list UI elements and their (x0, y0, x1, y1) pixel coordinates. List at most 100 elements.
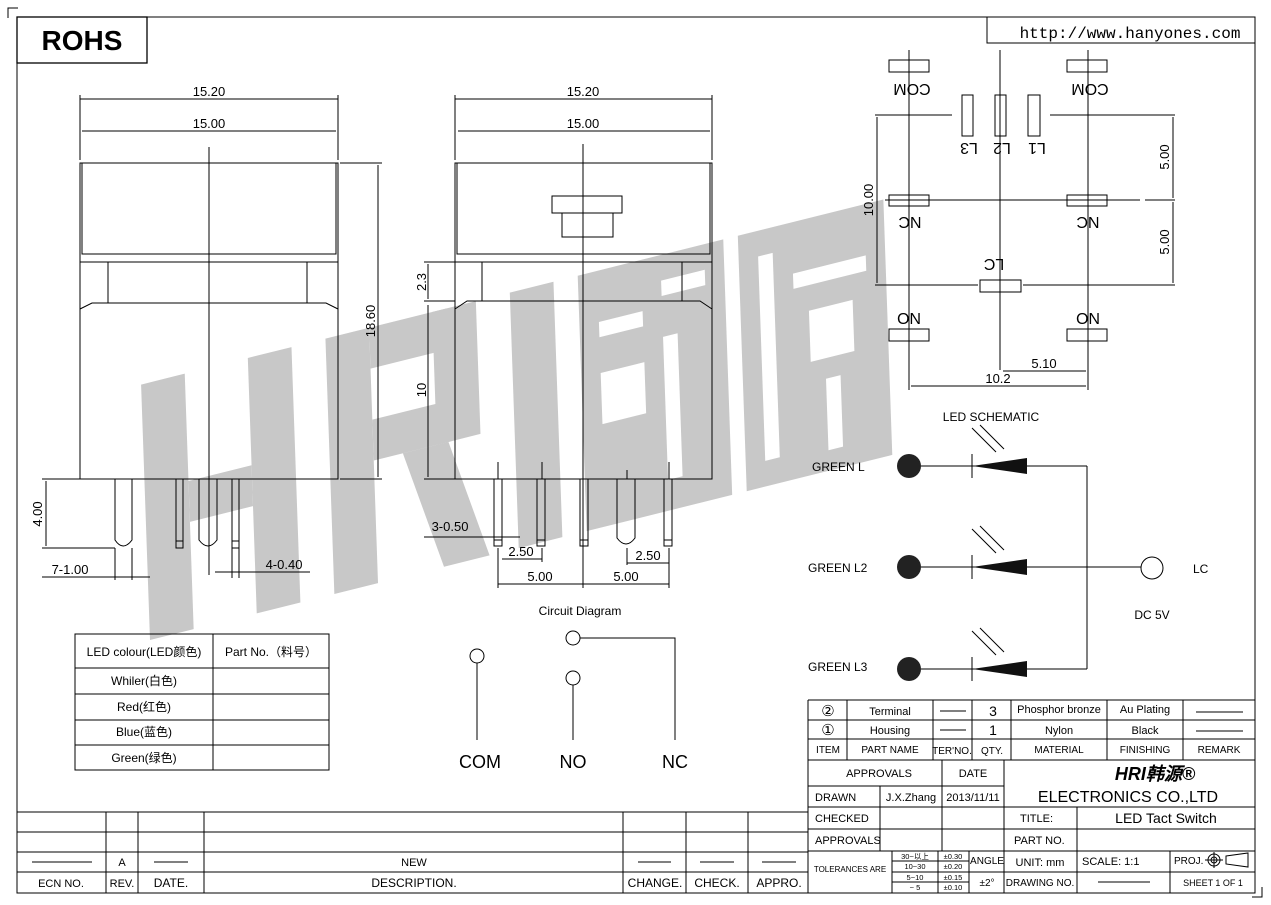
pcb-footprint: COM COM L3 L2 L1 NC NC LC NO NO 10.00 5.… (861, 50, 1175, 390)
bom-rows-1-qty-label: 1 (989, 722, 997, 738)
diode-icon (972, 458, 1027, 474)
pad-l3 (961, 94, 974, 137)
drawing-rect (579, 539, 589, 547)
title-block-angle-value-label: ±2° (979, 878, 994, 889)
bom-rows-0-qty-label: 3 (989, 703, 997, 719)
footprint-pads-l1-label: L1 (1028, 139, 1046, 156)
terminal-dot (897, 657, 921, 681)
drawing-path (79, 95, 339, 160)
pad-com-left (888, 59, 930, 73)
drawing-rect (325, 327, 379, 595)
side-view: 15.20 15.00 2.3 10 3-0.50 2.50 2.50 5.00… (414, 84, 713, 588)
led-colour-table: LED colour(LED颜色) Part No.（料号） Whiler(白色… (74, 633, 330, 771)
circuit-nc-label: NC (662, 752, 688, 772)
drawing-rect (986, 16, 1256, 44)
bom-rows-1-finishing-label: Black (1132, 725, 1159, 737)
bom-headers-6-label: REMARK (1198, 745, 1241, 756)
drawing-rect (561, 212, 614, 238)
drawing-rect (663, 333, 683, 480)
title-block-title-label: LED Tact Switch (1115, 810, 1217, 826)
drawing-path (616, 479, 636, 545)
bom-headers-0-label: ITEM (816, 745, 840, 756)
drawing-path (17, 700, 809, 893)
led-row-1: GREEN L (812, 424, 1087, 478)
led-schematic: LED SCHEMATIC GREEN L GREEN L2 GREEN L3 … (808, 410, 1209, 681)
bom-rows-1-name-label: Housing (870, 725, 910, 737)
side-view-dim-pin-label: 3-0.50 (432, 519, 469, 534)
drawing-circle (565, 670, 581, 686)
title-block: APPROVALS DATE DRAWN J.X.Zhang 2013/11/1… (808, 760, 1255, 893)
led-schematic-rows-2-label: GREEN L3 (808, 660, 868, 674)
drawing-path (454, 144, 713, 580)
front-view-dim-overall-width-label: 15.20 (193, 84, 226, 99)
front-view: 15.20 15.00 18.60 4.00 7-1.00 4-0.40 (30, 84, 382, 580)
side-view-dim-body-height-label: 10 (414, 383, 429, 397)
drawing-rect (188, 465, 253, 522)
footprint-pads-l2-label: L2 (993, 139, 1011, 156)
drawing-circle (565, 630, 581, 646)
bom-headers-2-label: TER'NO. (932, 746, 972, 757)
drawing-rect (247, 347, 301, 614)
led-table-headers-1-label: Part No.（料号） (225, 645, 317, 659)
title-block-drawn-by-label: J.X.Zhang (886, 792, 936, 804)
drawing-rect (493, 539, 503, 547)
side-view-dim-step-label: 2.3 (414, 273, 429, 291)
drawing-rect (175, 540, 184, 549)
drawing-rect (792, 255, 867, 289)
led-table-rows-1-label: Red(红色) (117, 699, 171, 714)
led-table-rows-0-label: Whiler(白色) (111, 673, 177, 688)
pad-no-left (888, 328, 930, 342)
title-block-title-label-label: TITLE: (1020, 813, 1053, 825)
drawing-rect (141, 373, 194, 640)
revision-rev-label: REV. (110, 878, 135, 890)
title-block-approvals2-label: APPROVALS (815, 835, 881, 847)
footprint-dim-half-width-label: 5.10 (1031, 356, 1056, 371)
side-view-dim-pitch-b-label: 2.50 (635, 548, 660, 563)
footprint-pads-com-label: COM (893, 80, 930, 97)
footprint-pads-l3-label: L3 (960, 139, 978, 156)
title-block-tol-ranges-1-label: 10~30 (904, 862, 925, 871)
drawing-rect (509, 281, 563, 549)
drawing-rect (372, 400, 452, 461)
drawing-path (808, 760, 1255, 893)
pad-nc-right (1066, 194, 1108, 207)
side-view-dim-span-b-label: 5.00 (613, 569, 638, 584)
drawing-path (215, 548, 310, 578)
drawing-rect (16, 16, 1256, 894)
title-block-drawn-date-label: 2013/11/11 (946, 792, 999, 804)
drawing-path (79, 147, 339, 575)
drawing-path (940, 710, 1243, 732)
side-view-dim-span-a-label: 5.00 (527, 569, 552, 584)
led-row-2: GREEN L2 (808, 525, 1141, 579)
title-block-tol-values-1-label: ±0.20 (944, 862, 963, 871)
bom-table: ② Terminal 3 Phosphor bronze Au Plating … (808, 699, 1255, 761)
header-url-label: http://www.hanyones.com (1020, 25, 1241, 43)
website-url[interactable]: http://www.hanyones.com (986, 16, 1256, 44)
title-block-part-no-label-label: PART NO. (1014, 835, 1065, 847)
led-schematic-terminal-label: LC (1193, 562, 1209, 576)
led-schematic-rows-0-label: GREEN L (812, 460, 865, 474)
revision-table: A NEW ECN NO. REV. DATE. DESCRIPTION. CH… (17, 700, 809, 893)
title-block-date-label: DATE (959, 768, 988, 780)
title-block-tol-values-0-label: ±0.30 (944, 852, 963, 861)
watermark-logo (141, 199, 893, 640)
drawing-path (454, 95, 713, 160)
footprint-dim-height-label: 10.00 (861, 184, 876, 217)
footprint-pads-lc-label: LC (984, 255, 1004, 272)
drawing-rect (598, 311, 644, 338)
led-schematic-rows-1-label: GREEN L2 (808, 561, 868, 575)
front-view-dim-body-width-label: 15.00 (193, 116, 226, 131)
front-view-dim-pin-narrow-label: 4-0.40 (266, 557, 303, 572)
title-block-tolerances-label: TOLERANCES ARE (814, 865, 886, 874)
drawing-path (1205, 852, 1249, 868)
led-row-3: GREEN L3 (808, 627, 1087, 681)
pad-l1 (1027, 94, 1041, 137)
front-view-dim-height-label: 18.60 (363, 305, 378, 338)
drawing-rect (758, 252, 780, 461)
bom-headers-4-label: MATERIAL (1034, 745, 1084, 756)
bom-rows-0-material-label: Phosphor bronze (1017, 704, 1101, 716)
drawing-rect (16, 16, 148, 64)
drawing-path (875, 50, 1175, 390)
revision-rev-value-label: A (118, 857, 126, 869)
bom-rows-0-item-label: ② (821, 703, 834, 720)
